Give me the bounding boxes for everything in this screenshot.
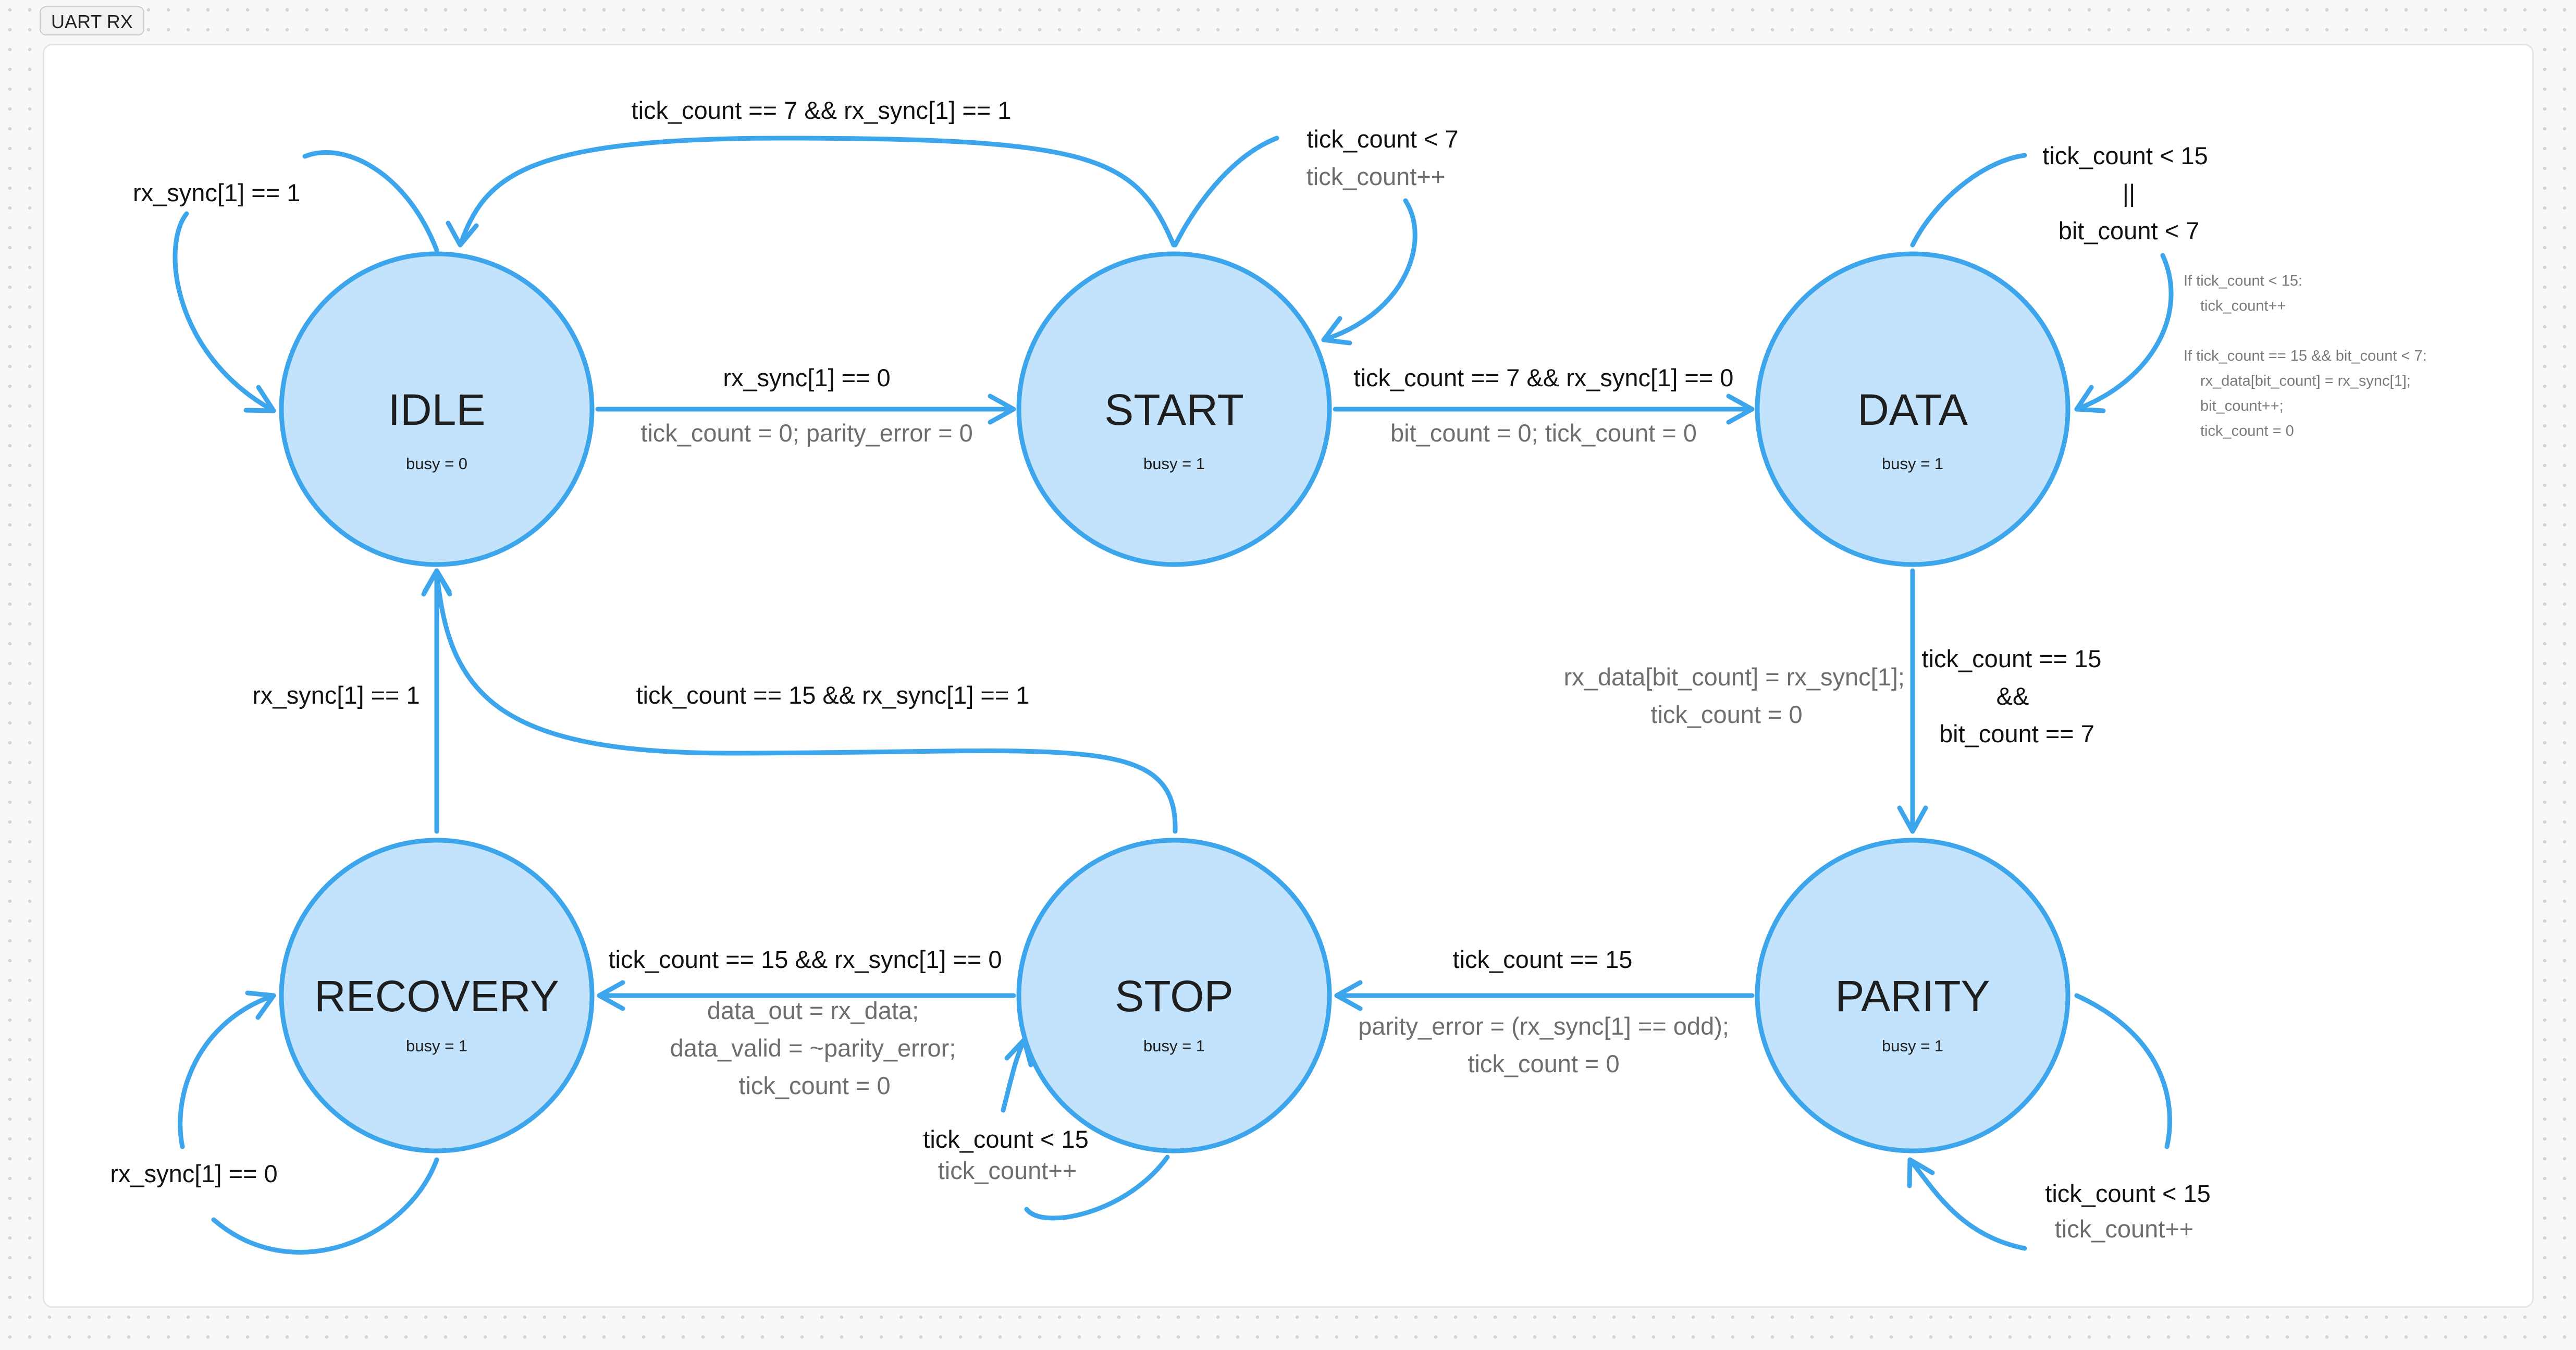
state-stop: STOP busy = 1 xyxy=(1016,838,1332,1153)
edge-stop-self xyxy=(1024,1155,1170,1221)
data-note-line-6: tick_count = 0 xyxy=(2200,423,2294,439)
arrowhead-idle-start xyxy=(988,394,1016,425)
label-stop-recovery-condition: tick_count == 15 && rx_sync[1] == 0 xyxy=(608,946,1002,973)
data-note-line-5: bit_count++; xyxy=(2200,398,2284,414)
label-idle-start-action: tick_count = 0; parity_error = 0 xyxy=(640,419,972,447)
label-start-self-action: tick_count++ xyxy=(1307,163,1446,190)
label-data-parity-condition-3: bit_count == 7 xyxy=(1939,720,2094,747)
edge-data-self-out xyxy=(1910,153,2027,248)
label-stop-self-action: tick_count++ xyxy=(938,1157,1077,1184)
state-idle: IDLE busy = 0 xyxy=(279,251,595,567)
data-note-line-3: If tick_count == 15 && bit_count < 7: xyxy=(2184,348,2427,364)
label-stop-recovery-action-1: data_out = rx_data; xyxy=(707,997,919,1024)
label-start-self-condition: tick_count < 7 xyxy=(1307,125,1458,153)
data-note-line-2: tick_count++ xyxy=(2200,298,2286,314)
edge-stop-idle xyxy=(434,568,1178,834)
label-start-data-condition: tick_count == 7 && rx_sync[1] == 0 xyxy=(1354,364,1734,391)
edge-parity-self xyxy=(2074,993,2172,1149)
label-start-idle-condition: tick_count == 7 && rx_sync[1] == 1 xyxy=(632,96,1012,124)
label-stop-recovery-action-2: data_valid = ~parity_error; xyxy=(670,1034,956,1062)
label-stop-recovery-action-3: tick_count = 0 xyxy=(738,1072,890,1099)
state-stop-name: STOP xyxy=(1115,972,1233,1021)
state-start: START busy = 1 xyxy=(1016,251,1332,567)
label-data-parity-action-2: tick_count = 0 xyxy=(1650,701,1802,728)
label-stop-idle-condition: tick_count == 15 && rx_sync[1] == 1 xyxy=(636,681,1029,709)
edge-start-self-in xyxy=(1321,198,1418,342)
data-note-line-1: If tick_count < 15: xyxy=(2184,273,2302,289)
edge-idle-self xyxy=(172,211,276,413)
edge-recovery-self-bottom xyxy=(211,1157,439,1255)
arrowhead-idle-self xyxy=(243,385,276,413)
state-data-name: DATA xyxy=(1857,385,1968,434)
state-start-name: START xyxy=(1104,385,1244,434)
state-idle-busy: busy = 0 xyxy=(406,455,467,473)
state-idle-circle xyxy=(279,251,595,567)
state-data-circle xyxy=(1755,251,2070,567)
state-recovery: RECOVERY busy = 1 xyxy=(279,838,595,1153)
label-data-parity-condition-2: && xyxy=(1996,682,2029,710)
label-data-self-condition-3: bit_count < 7 xyxy=(2059,217,2199,244)
data-note-line-4: rx_data[bit_count] = rx_sync[1]; xyxy=(2200,373,2411,389)
label-data-self-condition-1: tick_count < 15 xyxy=(2042,142,2208,169)
edge-start-self-out xyxy=(1173,136,1279,248)
state-parity-busy: busy = 1 xyxy=(1882,1037,1943,1055)
edge-idle-self-top xyxy=(302,150,439,253)
state-recovery-busy: busy = 1 xyxy=(406,1037,467,1055)
arrowhead-data-self xyxy=(2074,385,2106,413)
state-start-circle xyxy=(1016,251,1332,567)
edge-data-self-in xyxy=(2074,253,2174,412)
state-stop-circle xyxy=(1016,838,1332,1153)
edge-start-idle xyxy=(458,136,1176,248)
state-parity: PARITY busy = 1 xyxy=(1755,838,2070,1153)
state-recovery-circle xyxy=(279,838,595,1153)
label-data-self-condition-2: || xyxy=(2123,179,2135,207)
edge-parity-self-in xyxy=(1907,1157,2027,1251)
state-start-busy: busy = 1 xyxy=(1143,455,1205,473)
label-stop-self-condition: tick_count < 15 xyxy=(923,1125,1088,1153)
label-data-parity-action-1: rx_data[bit_count] = rx_sync[1]; xyxy=(1564,663,1905,691)
label-parity-self-action: tick_count++ xyxy=(2055,1215,2194,1243)
frame-label: UART RX xyxy=(40,6,144,35)
arrowhead-parity-self xyxy=(1907,1157,1935,1188)
arrowhead-start-idle xyxy=(446,220,479,248)
state-recovery-name: RECOVERY xyxy=(314,972,559,1021)
state-parity-name: PARITY xyxy=(1835,972,1990,1021)
label-parity-stop-condition: tick_count == 15 xyxy=(1453,946,1633,973)
state-parity-circle xyxy=(1755,838,2070,1153)
label-parity-self-condition: tick_count < 15 xyxy=(2045,1180,2210,1207)
arrowhead-parity-stop xyxy=(1334,980,1363,1011)
state-stop-busy: busy = 1 xyxy=(1143,1037,1205,1055)
state-data: DATA busy = 1 xyxy=(1755,251,2070,567)
label-recovery-self-condition: rx_sync[1] == 0 xyxy=(110,1160,277,1187)
label-parity-stop-action-1: parity_error = (rx_sync[1] == odd); xyxy=(1358,1012,1729,1040)
arrowhead-start-self xyxy=(1321,316,1352,346)
label-recovery-idle-condition: rx_sync[1] == 1 xyxy=(252,681,420,709)
arrowhead-data-parity xyxy=(1897,805,1928,834)
state-data-busy: busy = 1 xyxy=(1882,455,1943,473)
arrowhead-recovery-idle xyxy=(421,568,452,597)
arrowhead-stop-recovery xyxy=(597,980,625,1011)
arrowhead-start-data xyxy=(1726,394,1755,425)
label-parity-stop-action-2: tick_count = 0 xyxy=(1468,1050,1619,1077)
arrowhead-recovery-self xyxy=(245,990,276,1020)
state-idle-name: IDLE xyxy=(388,385,486,434)
edge-recovery-self xyxy=(178,993,276,1149)
label-data-parity-condition-1: tick_count == 15 xyxy=(1922,645,2102,672)
label-start-data-action: bit_count = 0; tick_count = 0 xyxy=(1390,419,1697,447)
label-idle-self-condition: rx_sync[1] == 1 xyxy=(133,179,300,206)
label-idle-start-condition: rx_sync[1] == 0 xyxy=(723,364,890,391)
